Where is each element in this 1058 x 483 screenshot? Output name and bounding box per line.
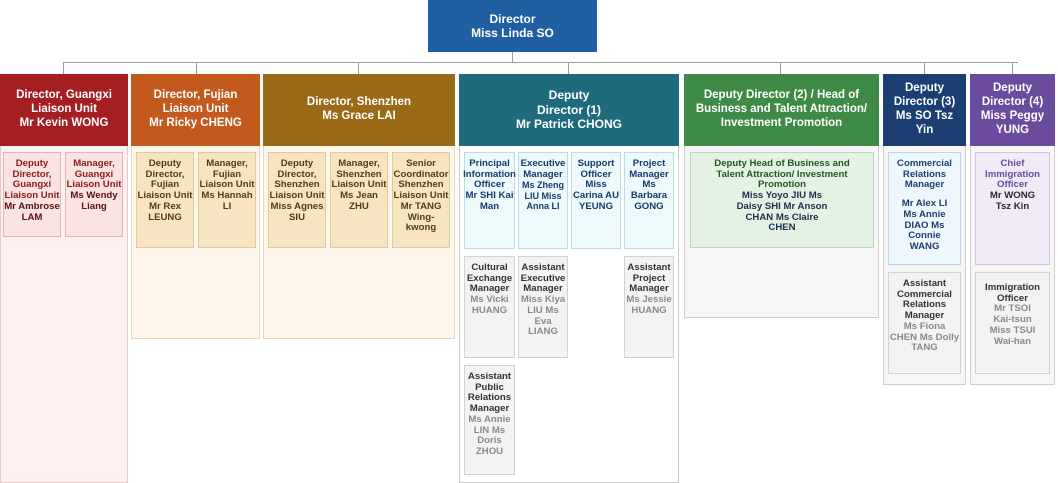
dd3-header-title: Deputy Director (3)	[893, 82, 956, 109]
guangxi-card-2: Manager, Guangxi Liaison Unit Ms Wendy L…	[65, 152, 123, 237]
shenzhen-card-1: Deputy Director, Shenzhen Liaison Unit M…	[268, 152, 326, 248]
card-title: Deputy Director, Shenzhen Liaison Unit	[269, 158, 325, 202]
card-names: Mr SHI Kai Man	[465, 190, 514, 212]
card-title: Assistant Executive Manager	[520, 262, 566, 295]
dd1-card-support-officer: Support Officer Miss Carina AU YEUNG	[571, 152, 621, 249]
connector-dd3	[924, 62, 925, 74]
dd3-card-commercial-relations: Commercial Relations Manager Mr Alex LI …	[888, 152, 961, 265]
dd4-card-immigration-officer: Immigration Officer Mr TSOI Kai-tsun Mis…	[975, 272, 1050, 374]
connector-dd1	[568, 62, 569, 74]
card-title: Principal Information Officer	[463, 158, 516, 191]
connector-dd4	[1012, 62, 1013, 74]
card-title: Assistant Public Relations Manager	[467, 371, 512, 415]
card-title: Deputy Director, Fujian Liaison Unit	[137, 158, 193, 202]
dd3-card-assistant-commercial: Assistant Commercial Relations Manager M…	[888, 272, 961, 374]
card-title: Senior Coordinator Shenzhen Liaison Unit	[393, 158, 449, 202]
card-title: Chief Immigration Officer	[985, 158, 1040, 191]
card-names: Miss Agnes SIU	[270, 200, 324, 223]
card-title: Deputy Director, Guangxi Liaison Unit	[4, 158, 60, 202]
guangxi-header-title: Director, Guangxi Liaison Unit	[16, 89, 112, 116]
card-title: Assistant Commercial Relations Manager	[897, 278, 952, 322]
card-names: Ms Barbara GONG	[630, 179, 668, 212]
dd1-header-title: Deputy Director (1)	[536, 88, 601, 117]
dd3-header: Deputy Director (3) Ms SO Tsz Yin	[883, 74, 966, 146]
card-title: Project Manager	[629, 158, 669, 180]
card-title: Immigration Officer	[985, 282, 1040, 304]
card-names: Miss Carina AU YEUNG	[572, 179, 620, 212]
dd3-header-name: Ms SO Tsz Yin	[895, 110, 954, 136]
dd1-card-project-manager: Project Manager Ms Barbara GONG	[624, 152, 674, 249]
card-title: Deputy Head of Business and Talent Attra…	[714, 158, 850, 191]
shenzhen-header: Director, Shenzhen Ms Grace LAI	[263, 74, 455, 146]
card-title: Manager, Fujian Liaison Unit	[199, 158, 255, 191]
shenzhen-header-title: Director, Shenzhen	[306, 96, 412, 109]
card-names: Ms Annie LIN Ms Doris ZHOU	[468, 413, 511, 458]
connector-fujian	[196, 62, 197, 74]
card-title: Manager, Shenzhen Liaison Unit	[331, 158, 387, 191]
card-names: Ms Hannah LI	[201, 190, 253, 212]
dd4-card-chief-immigration: Chief Immigration Officer Mr WONG Tsz Ki…	[975, 152, 1050, 265]
card-names: Mr WONG Tsz Kin	[989, 190, 1036, 212]
shenzhen-header-name: Ms Grace LAI	[322, 110, 396, 122]
card-names: Mr Alex LI Ms Annie DIAO Ms Connie WANG	[901, 198, 948, 253]
card-names: Miss Kiya LIU Ms Eva LIANG	[520, 294, 566, 338]
card-names: Ms Jean ZHU	[340, 190, 378, 212]
director-box: Director Miss Linda SO	[428, 0, 597, 52]
shenzhen-card-3: Senior Coordinator Shenzhen Liaison Unit…	[392, 152, 450, 248]
fujian-header-title: Director, Fujian Liaison Unit	[153, 89, 238, 116]
dd1-header-name: Mr Patrick CHONG	[515, 117, 623, 132]
card-title: Assistant Project Manager	[627, 262, 671, 295]
dd1-card-assistant-executive: Assistant Executive Manager Miss Kiya LI…	[518, 256, 568, 358]
fujian-card-2: Manager, Fujian Liaison Unit Ms Hannah L…	[198, 152, 256, 248]
card-names: Mr TANG Wing-kwong	[400, 200, 442, 234]
dd4-header-name: Miss Peggy YUNG	[980, 110, 1045, 136]
card-title: Cultural Exchange Manager	[466, 262, 513, 295]
connector-shenzhen	[358, 62, 359, 74]
card-title: Commercial Relations Manager	[897, 158, 952, 191]
card-title: Executive Manager	[520, 158, 566, 180]
director-name: Miss Linda SO	[471, 26, 554, 40]
dd2-header: Deputy Director (2) / Head of Business a…	[684, 74, 879, 146]
connector-top-vertical	[512, 52, 513, 62]
connector-dd2	[780, 62, 781, 74]
guangxi-header-name: Mr Kevin WONG	[19, 116, 109, 129]
card-names: Miss Yoyo JIU Ms Daisy SHI Mr Anson CHAN…	[736, 190, 828, 234]
dd1-card-cultural-exchange: Cultural Exchange Manager Ms Vicki HUANG	[464, 256, 515, 358]
dd2-card-deputy-head: Deputy Head of Business and Talent Attra…	[690, 152, 874, 248]
card-names: Ms Wendy Liang	[70, 190, 118, 212]
card-title: Support Officer	[577, 158, 615, 180]
shenzhen-card-2: Manager, Shenzhen Liaison Unit Ms Jean Z…	[330, 152, 388, 248]
card-names: Ms Vicki HUANG	[470, 294, 509, 316]
card-names: Mr Rex LEUNG	[148, 200, 182, 223]
connector-guangxi	[63, 62, 64, 74]
card-title: Manager, Guangxi Liaison Unit	[66, 158, 122, 191]
card-names: Ms Fiona CHEN Ms Dolly TANG	[889, 320, 960, 354]
dd2-header-title: Deputy Director (2) / Head of Business a…	[695, 89, 868, 129]
card-names: Ms Zheng LIU Miss Anna LI	[522, 180, 564, 211]
card-names: Mr Ambrose LAM	[4, 200, 60, 223]
guangxi-header: Director, Guangxi Liaison Unit Mr Kevin …	[0, 74, 128, 146]
card-names: Mr TSOI Kai-tsun Miss TSUI Wai-han	[989, 303, 1036, 347]
guangxi-card-1: Deputy Director, Guangxi Liaison Unit Mr…	[3, 152, 61, 237]
fujian-card-1: Deputy Director, Fujian Liaison Unit Mr …	[136, 152, 194, 248]
dd4-header-title: Deputy Director (4)	[981, 82, 1044, 109]
dd1-card-executive-manager: Executive Manager Ms Zheng LIU Miss Anna…	[518, 152, 568, 249]
dd1-card-assistant-project: Assistant Project Manager Ms Jessie HUAN…	[624, 256, 674, 358]
dd1-card-principal-info: Principal Information Officer Mr SHI Kai…	[463, 152, 516, 249]
connector-horizontal-bus	[63, 62, 1018, 63]
card-names: Ms Jessie HUANG	[626, 294, 672, 316]
dd1-header: Deputy Director (1) Mr Patrick CHONG	[459, 74, 679, 146]
fujian-header: Director, Fujian Liaison Unit Mr Ricky C…	[131, 74, 260, 146]
dd4-header: Deputy Director (4) Miss Peggy YUNG	[970, 74, 1055, 146]
fujian-header-name: Mr Ricky CHENG	[149, 116, 242, 129]
dd1-card-assistant-pr: Assistant Public Relations Manager Ms An…	[464, 365, 515, 475]
director-title: Director	[489, 11, 536, 26]
